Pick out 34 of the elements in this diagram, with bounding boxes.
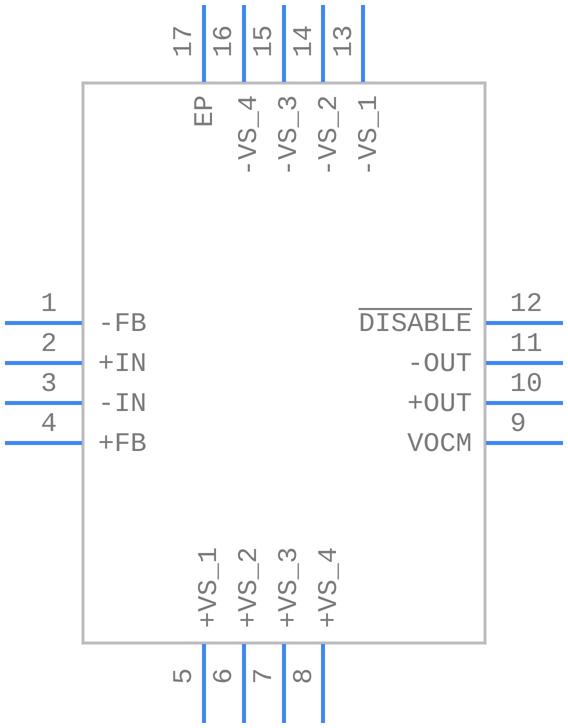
pin-number: 2 [40,332,57,358]
pin-name: -VS_3 [277,95,303,176]
pin-name: +IN [98,352,147,378]
pin-number: 1 [40,292,57,318]
pin-number: 15 [252,24,278,57]
pin-number: 8 [292,668,318,684]
pin-name: +VS_1 [197,546,223,628]
pin-number: 13 [332,24,358,57]
pin-number: 10 [510,372,542,398]
pin-number: 7 [252,668,278,684]
pin-number: 9 [510,412,526,438]
pin-name: EP [193,95,219,128]
pin-number: 3 [40,372,57,398]
pin-name: -OUT [407,352,472,378]
pin-number: 4 [40,412,57,438]
pin-name: -IN [98,392,147,418]
pin-number: 17 [172,24,198,57]
pin-number: 16 [212,24,238,57]
pin-name: DISABLE [358,312,472,338]
pin-name: +VS_3 [277,546,303,628]
pin-number: 14 [292,24,318,57]
pin-name: -VS_2 [317,95,343,176]
pin-name: +OUT [407,392,472,418]
pin-name: -VS_4 [237,95,263,176]
pin-name: +VS_4 [317,546,343,628]
pin-number: 6 [212,668,238,684]
pin-number: 5 [172,668,198,684]
pin-name: +VS_2 [237,546,263,628]
pin-number: 11 [510,332,542,358]
pin-name: -FB [98,312,147,338]
pin-name: +FB [98,432,147,458]
pin-number: 12 [510,292,542,318]
pin-name: VOCM [407,432,472,458]
pin-name: -VS_1 [357,95,383,176]
